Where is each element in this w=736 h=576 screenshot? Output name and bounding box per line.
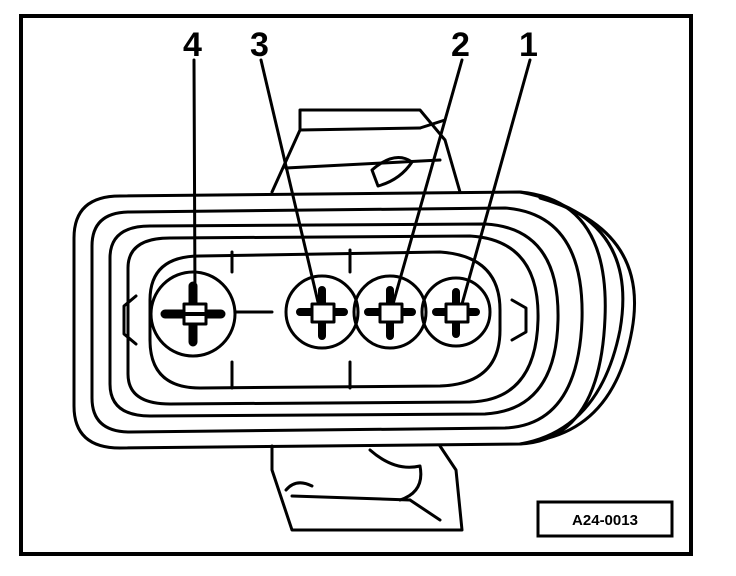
pin-3-cavity xyxy=(284,274,360,350)
cavity-walls xyxy=(122,248,528,390)
bottom-lock xyxy=(270,444,464,532)
figure-frame xyxy=(19,14,693,556)
callout-pin-2: 2 xyxy=(451,26,470,64)
callout-pin-4: 4 xyxy=(183,26,202,64)
pin-1-cavity xyxy=(420,276,492,348)
pin-4-cavity xyxy=(149,270,237,358)
callout-pin-1: 1 xyxy=(519,26,538,64)
top-latch xyxy=(270,108,462,194)
pin-2-cavity xyxy=(352,274,428,350)
leader-lines xyxy=(192,58,532,306)
reference-code-box: A24-0013 xyxy=(536,500,674,538)
reference-code: A24-0013 xyxy=(572,512,638,529)
callout-pin-3: 3 xyxy=(250,26,269,64)
connector-housing xyxy=(72,190,637,450)
